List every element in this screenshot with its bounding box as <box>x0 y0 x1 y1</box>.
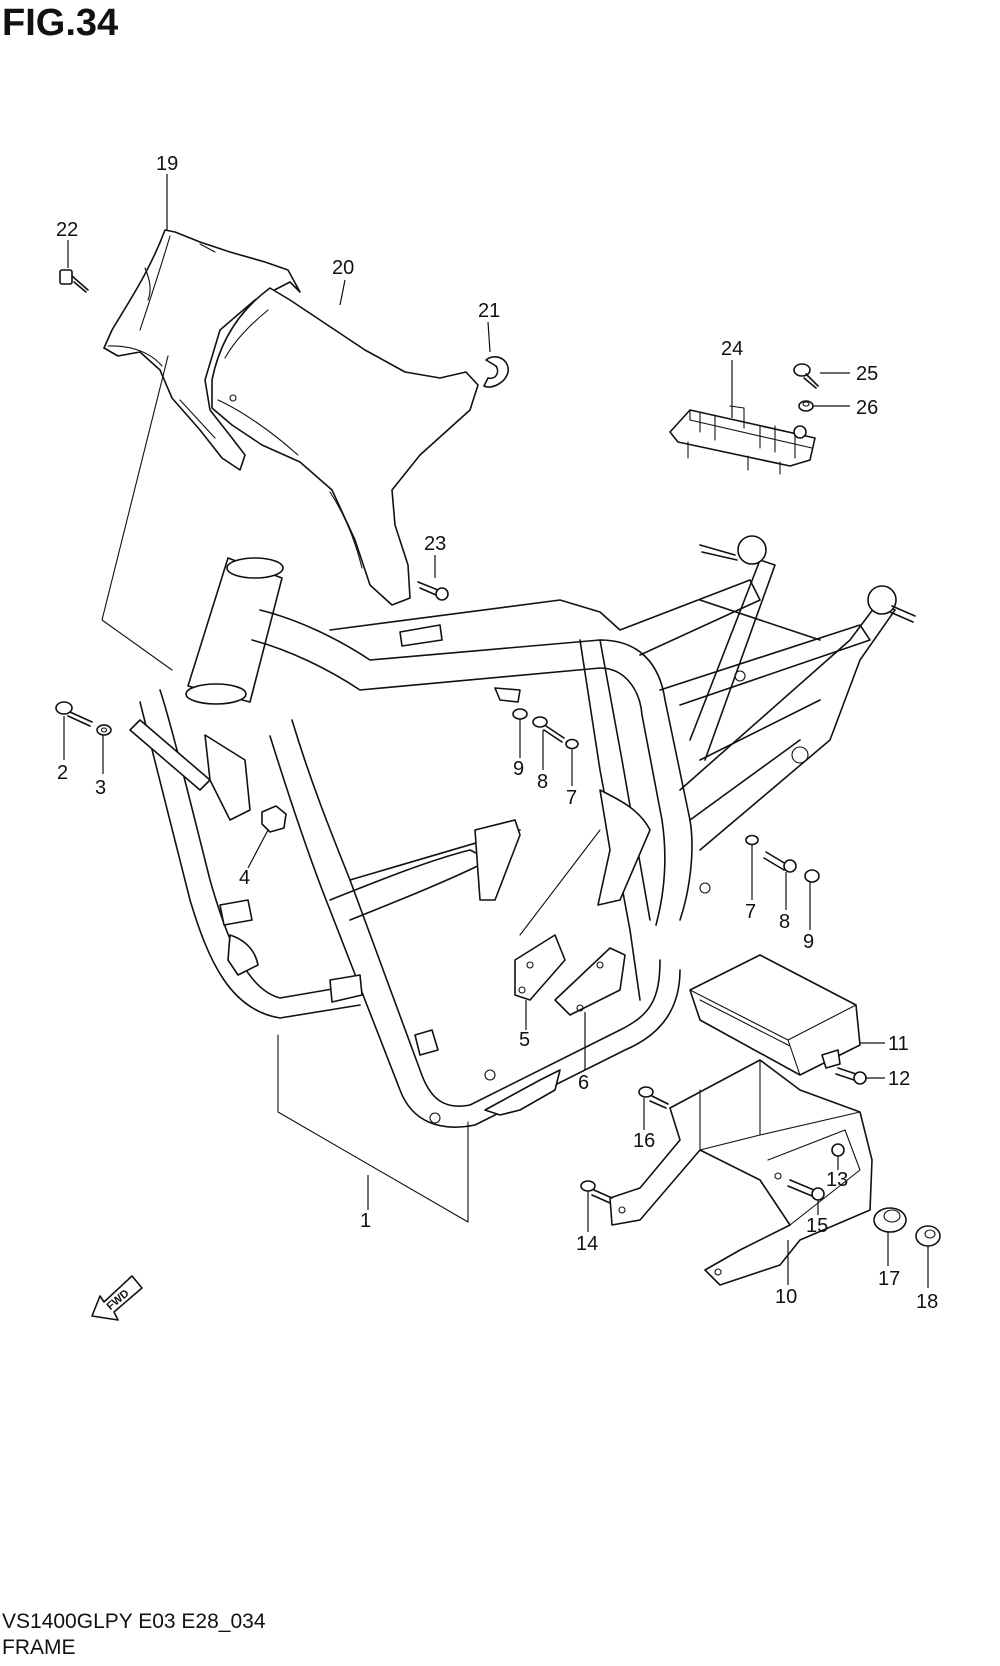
washer-part-7-lower <box>745 834 759 846</box>
callout-label: 21 <box>478 300 500 322</box>
callout-label: 7 <box>745 901 756 923</box>
callout-labels: 1 2 3 4 5 6 7 7 8 8 9 9 10 11 12 13 14 1… <box>56 153 938 1313</box>
callout-label: 16 <box>633 1130 655 1152</box>
bolt-part-2 <box>55 701 93 727</box>
callout-leaders <box>63 174 929 1288</box>
callout-label: 22 <box>56 219 78 241</box>
bolt-part-14 <box>580 1180 613 1204</box>
side-cover-left-part-19 <box>103 229 301 471</box>
callout-label: 1 <box>360 1210 371 1232</box>
model-code: VS1400GLPY E03 E28_034 <box>2 1610 266 1633</box>
main-frame-part-1 <box>101 355 916 1223</box>
screw-part-25 <box>793 363 819 389</box>
collar-part-18 <box>915 1225 941 1247</box>
callout-label: 25 <box>856 363 878 385</box>
callout-label: 12 <box>888 1068 910 1090</box>
grommet-part-26 <box>798 400 814 412</box>
callout-label: 7 <box>566 787 577 809</box>
bolt-part-23 <box>417 581 449 601</box>
nut-part-9-upper <box>512 708 528 720</box>
callout-label: 26 <box>856 397 878 419</box>
bolt-part-16 <box>638 1086 669 1109</box>
callout-label: 10 <box>775 1286 797 1308</box>
bolt-part-8-lower <box>763 851 797 873</box>
nut-part-4 <box>261 805 287 833</box>
callout-label: 19 <box>156 153 178 175</box>
section-name: FRAME <box>2 1636 76 1659</box>
plate-part-5 <box>514 934 566 1001</box>
ecu-holder-part-10 <box>609 1059 873 1286</box>
screw-part-13 <box>831 1143 845 1157</box>
plate-part-6 <box>554 947 626 1016</box>
screw-part-22 <box>59 269 89 293</box>
washer-part-3 <box>96 724 112 736</box>
holder-bracket-part-24 <box>669 405 816 475</box>
callout-label: 15 <box>806 1215 828 1237</box>
callout-label: 6 <box>578 1072 589 1094</box>
callout-label: 20 <box>332 257 354 279</box>
callout-label: 3 <box>95 777 106 799</box>
cushion-part-17 <box>873 1207 907 1233</box>
callout-label: 4 <box>239 867 250 889</box>
figure-title: FIG.34 <box>2 2 119 44</box>
callout-label: 2 <box>57 762 68 784</box>
callout-label: 17 <box>878 1268 900 1290</box>
bolt-part-8-upper <box>532 716 565 743</box>
callout-label: 24 <box>721 338 743 360</box>
callout-label: 14 <box>576 1233 598 1255</box>
side-cover-right-part-20 <box>211 287 479 606</box>
ecu-box-part-11 <box>689 954 861 1076</box>
callout-label: 8 <box>537 771 548 793</box>
bolt-part-15 <box>787 1179 825 1201</box>
callout-label: 8 <box>779 911 790 933</box>
washer-part-7-upper <box>565 738 579 750</box>
nut-part-9-lower <box>804 869 820 883</box>
callout-label: 11 <box>888 1033 909 1055</box>
callout-label: 9 <box>513 758 524 780</box>
callout-label: 13 <box>826 1169 848 1191</box>
clip-part-21 <box>483 356 509 388</box>
callout-label: 18 <box>916 1291 938 1313</box>
callout-label: 9 <box>803 931 814 953</box>
bolt-part-12 <box>835 1067 867 1085</box>
forward-direction-arrow: FWD <box>91 1275 143 1321</box>
callout-label: 5 <box>519 1029 530 1051</box>
callout-label: 23 <box>424 533 446 555</box>
